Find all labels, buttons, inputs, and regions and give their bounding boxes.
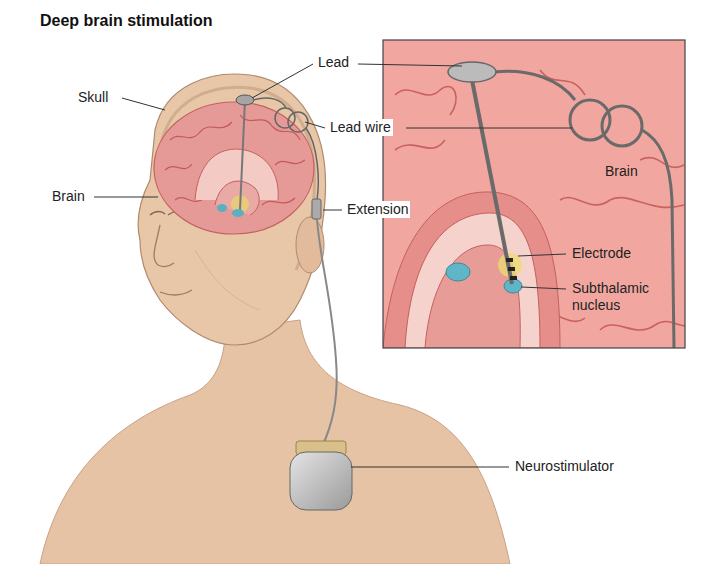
part-label: Electrode [570,245,633,262]
part-label: Neurostimulator [513,458,616,475]
diagram-title: Deep brain stimulation [38,12,214,29]
part-label: Brain [603,163,640,180]
nucleus [217,204,227,212]
lead [240,100,245,210]
lead-wire [494,71,575,100]
mouth [160,290,192,295]
torso [40,320,510,564]
leader-lines [94,64,572,467]
nucleus [446,263,470,281]
brain [154,102,314,234]
part-label: Skull [76,89,110,106]
inset-frame [383,40,685,348]
extension-connector [312,199,321,219]
nose [154,225,174,266]
electrode-contact [506,258,513,262]
wire-loop [275,108,295,128]
lead-wire [642,130,674,348]
eye [150,212,165,216]
electrode-contact [510,276,517,280]
part-label: Extension [345,201,410,218]
inset-panel [383,40,685,348]
part-label: Brain [50,188,87,205]
extension-wire [317,219,337,447]
electrode-contact [508,267,515,271]
lead-cap [236,95,254,105]
lead [472,80,512,284]
head [138,74,326,345]
subthalamic-nucleus [232,209,244,217]
part-label: Lead wire [328,119,393,136]
lead-cap [448,62,496,82]
wire-loop [602,106,642,146]
part-label: Subthalamic nucleus [570,280,670,314]
part-label: Lead [316,54,351,71]
neurostimulator [290,452,352,510]
lead-wire [306,128,318,200]
jaw [195,250,260,310]
lead-wire [253,98,286,108]
corpus-callosum [405,213,540,348]
